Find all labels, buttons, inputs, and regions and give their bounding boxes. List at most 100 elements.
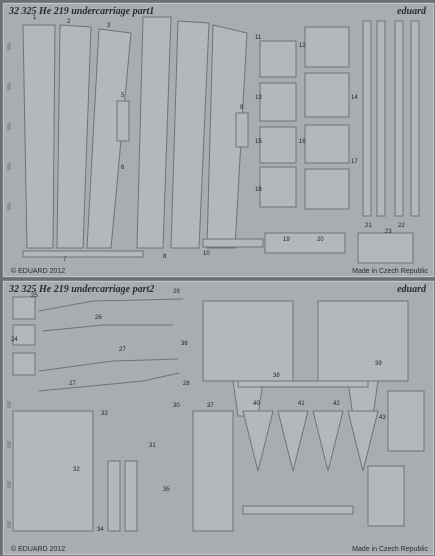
- brand-label: eduard: [397, 284, 426, 295]
- origin-text: Made in Czech Republic: [352, 546, 428, 553]
- fret-title: 32 325 He 219 undercarriage part1: [9, 6, 155, 17]
- sprue-tab: [7, 203, 11, 210]
- panel-part: [317, 300, 409, 382]
- svg-text:1: 1: [33, 15, 37, 21]
- panel-part: [12, 410, 94, 532]
- sprue-tab: [7, 481, 11, 488]
- svg-text:3: 3: [107, 23, 111, 29]
- etch-parts-part1: 1 2 3 5 6 7 8 9 10 11 12 13 14 15 16 17 …: [22, 15, 420, 264]
- rail-part: [22, 250, 144, 258]
- wire-part: [38, 298, 184, 312]
- panel-part: [259, 126, 297, 164]
- strip-part: [376, 20, 386, 217]
- door-panel: [22, 24, 56, 249]
- panel-part: [304, 26, 350, 68]
- strip-part: [410, 20, 420, 217]
- svg-text:15: 15: [255, 139, 262, 145]
- panel-part: [202, 300, 294, 382]
- rail-part: [264, 232, 346, 254]
- door-panel: [136, 16, 172, 249]
- strip-part: [124, 460, 138, 532]
- wire-part: [38, 358, 179, 372]
- svg-text:21: 21: [365, 223, 372, 229]
- panel-part: [259, 82, 297, 122]
- strip-part: [192, 410, 234, 532]
- svg-text:25: 25: [31, 293, 38, 299]
- sprue-tab: [7, 43, 11, 50]
- svg-text:17: 17: [351, 159, 358, 165]
- svg-text:34: 34: [97, 527, 104, 533]
- clip-part: [12, 352, 36, 376]
- svg-text:12: 12: [299, 43, 306, 49]
- door-panel: [206, 24, 248, 249]
- svg-text:32: 32: [73, 467, 80, 473]
- door-panel: [56, 24, 92, 249]
- sprue-tab: [7, 83, 11, 90]
- fret-title: 32 325 He 219 undercarriage part2: [9, 284, 155, 295]
- panel-part: [259, 166, 297, 208]
- strip-part: [362, 20, 372, 217]
- bracket-part: [312, 410, 344, 472]
- rail-part: [357, 232, 414, 264]
- sprue-tab: [7, 401, 11, 408]
- svg-text:27: 27: [119, 347, 126, 353]
- rail-part: [202, 238, 264, 248]
- svg-text:30: 30: [173, 403, 180, 409]
- svg-text:6: 6: [121, 165, 125, 171]
- fret-part1: 32 325 He 219 undercarriage part1 eduard…: [2, 2, 435, 278]
- svg-text:36: 36: [181, 341, 188, 347]
- clip-part: [12, 324, 36, 346]
- svg-text:13: 13: [255, 95, 262, 101]
- svg-text:7: 7: [63, 257, 67, 263]
- wire-part: [42, 324, 173, 332]
- svg-text:39: 39: [375, 361, 382, 367]
- brand-label: eduard: [397, 6, 426, 17]
- svg-text:20: 20: [317, 237, 324, 243]
- strip-part: [394, 20, 404, 217]
- panel-part: [304, 72, 350, 118]
- box-part: [367, 465, 405, 527]
- svg-text:9: 9: [240, 105, 244, 111]
- svg-text:10: 10: [203, 251, 210, 257]
- rail-part: [237, 380, 369, 388]
- svg-text:38: 38: [273, 373, 280, 379]
- svg-text:42: 42: [333, 401, 340, 407]
- bracket-part: [347, 410, 379, 472]
- svg-text:26: 26: [95, 315, 102, 321]
- svg-text:35: 35: [163, 487, 170, 493]
- svg-text:8: 8: [163, 254, 167, 260]
- wire-part: [38, 372, 180, 392]
- bracket-part: [277, 410, 309, 472]
- svg-text:14: 14: [351, 95, 358, 101]
- sprue-tab: [7, 521, 11, 528]
- svg-text:29: 29: [173, 289, 180, 295]
- panel-part: [304, 168, 350, 210]
- origin-text: Made in Czech Republic: [352, 268, 428, 275]
- fret-part2: 32 325 He 219 undercarriage part2 eduard…: [2, 280, 435, 556]
- clip-part: [12, 296, 36, 320]
- svg-text:28: 28: [183, 381, 190, 387]
- strip-part: [107, 460, 121, 532]
- svg-text:41: 41: [298, 401, 305, 407]
- svg-text:16: 16: [299, 139, 306, 145]
- svg-text:19: 19: [283, 237, 290, 243]
- etch-parts-part2: 24 25 26 27 27 28 29 30 31 32 33 34 35 3…: [11, 289, 425, 533]
- panel-part: [259, 40, 297, 78]
- svg-text:2: 2: [67, 19, 71, 25]
- svg-text:37: 37: [207, 403, 214, 409]
- svg-text:40: 40: [253, 401, 260, 407]
- sprue-tab: [7, 163, 11, 170]
- svg-text:5: 5: [121, 93, 125, 99]
- svg-text:24: 24: [11, 337, 18, 343]
- svg-text:18: 18: [255, 187, 262, 193]
- bracket-part: [242, 410, 274, 472]
- svg-text:43: 43: [379, 415, 386, 421]
- sprue-tab: [7, 441, 11, 448]
- copyright-text: © EDUARD 2012: [11, 268, 66, 275]
- panel-part: [304, 124, 350, 164]
- svg-text:11: 11: [255, 35, 262, 41]
- svg-text:23: 23: [385, 229, 392, 235]
- rail-part: [242, 505, 354, 515]
- bracket-part: [116, 100, 130, 142]
- door-panel: [170, 20, 210, 249]
